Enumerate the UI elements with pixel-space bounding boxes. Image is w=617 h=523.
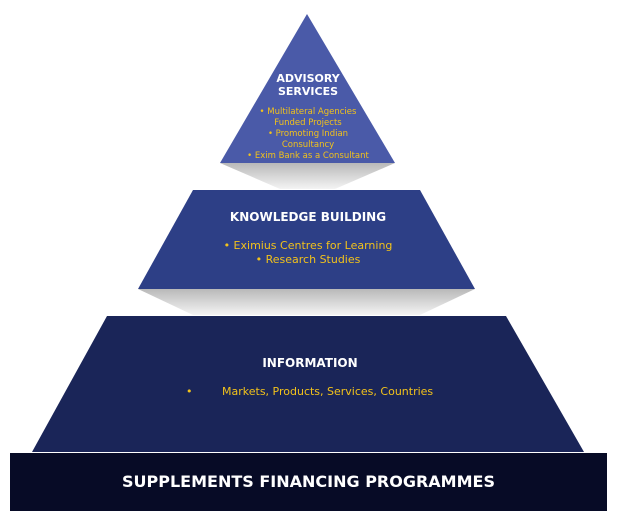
list-item-text: Markets, Products, Services, Countries <box>222 385 434 398</box>
list-item: • Research Studies <box>255 252 361 266</box>
tier-information-title: INFORMATION <box>262 356 358 370</box>
list-item: • Exim Bank as a Consultant <box>247 151 369 161</box>
tier-advisory-title-line2: SERVICES <box>277 85 339 98</box>
list-item: • Multilateral Agencies Funded Projects <box>259 107 357 128</box>
tier-advisory-bullets: • Multilateral Agencies Funded Projects … <box>232 107 384 162</box>
tier-advisory-shape <box>220 14 395 163</box>
tier-advisory-title-line1: ADVISORY <box>276 72 340 85</box>
tier-knowledge-shape <box>138 190 475 289</box>
tier-information-shape <box>32 316 584 452</box>
tier-knowledge-title: KNOWLEDGE BUILDING <box>229 210 387 224</box>
connector-2 <box>138 289 475 315</box>
base-label: SUPPLEMENTS FINANCING PROGRAMMES <box>122 472 495 491</box>
tier-knowledge-bullets: • Eximius Centres for Learning • Researc… <box>170 239 446 266</box>
tier-advisory-title: ADVISORY SERVICES <box>248 72 368 98</box>
list-item: • Eximius Centres for Learning <box>223 239 393 252</box>
list-item: • Promoting Indian Consultancy <box>267 129 349 150</box>
connector-1 <box>220 163 395 189</box>
bullet-dot: • <box>186 385 193 398</box>
base-bar <box>10 453 607 511</box>
